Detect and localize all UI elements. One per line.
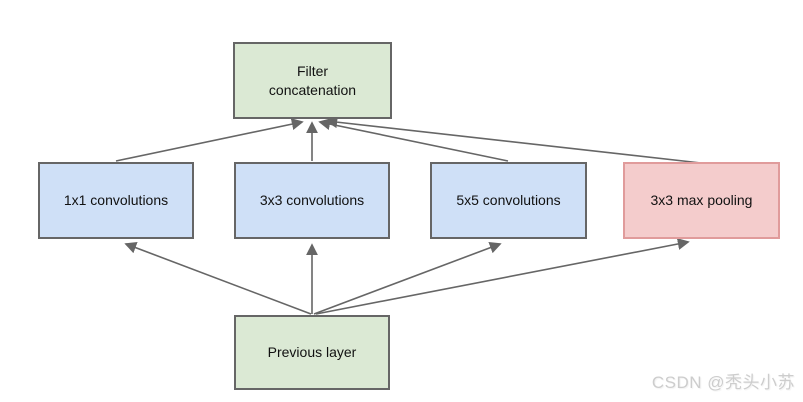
node-label: Previous layer <box>267 344 357 361</box>
edge-previous-to-conv5x5 <box>313 241 502 315</box>
node-3x3-max-pooling: 3x3 max pooling <box>623 162 780 239</box>
node-label: 1x1 convolutions <box>63 192 169 209</box>
edge-conv5x5-to-concat <box>318 118 509 162</box>
edge-previous-to-maxpool <box>315 238 690 315</box>
edge-previous-to-conv1x1 <box>124 241 312 315</box>
node-filter-concatenation: Filter concatenation <box>233 42 392 119</box>
edge-conv1x1-to-concat <box>115 118 304 162</box>
node-1x1-convolutions: 1x1 convolutions <box>38 162 194 239</box>
node-3x3-convolutions: 3x3 convolutions <box>234 162 390 239</box>
node-5x5-convolutions: 5x5 convolutions <box>430 162 587 239</box>
node-label: 3x3 max pooling <box>650 192 753 209</box>
node-previous-layer: Previous layer <box>234 315 390 390</box>
node-label: 5x5 convolutions <box>456 192 561 209</box>
csdn-watermark: CSDN @秃头小苏 <box>651 373 795 392</box>
node-label: Filter concatenation <box>268 62 357 98</box>
edge-maxpool-to-concat <box>325 116 702 164</box>
node-label: 3x3 convolutions <box>259 192 365 209</box>
